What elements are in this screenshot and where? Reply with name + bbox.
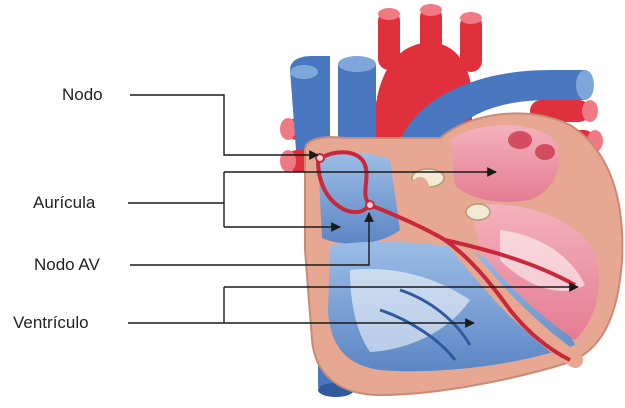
label-nodo-av: Nodo AV — [34, 255, 100, 275]
label-ventriculo: Ventrículo — [13, 313, 89, 333]
label-auricula: Aurícula — [33, 193, 95, 213]
left-atrium — [450, 125, 559, 202]
label-nodo: Nodo — [62, 85, 103, 105]
